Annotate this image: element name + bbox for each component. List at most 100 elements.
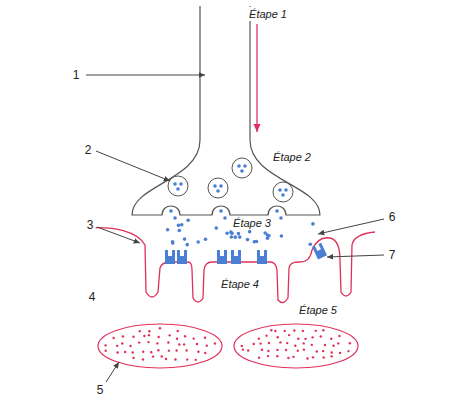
callout-number: 4: [87, 290, 98, 304]
ellipse-dot: [267, 355, 269, 357]
ellipse-dot: [277, 336, 279, 338]
neurotransmitter: [223, 216, 227, 220]
ellipse-dot: [267, 350, 269, 352]
neurotransmitter: [230, 235, 234, 239]
neurotransmitter: [179, 182, 183, 186]
ellipse-dot: [204, 337, 206, 339]
receptor: [231, 250, 241, 264]
ellipse-dot: [177, 330, 179, 332]
ellipse-dot: [258, 337, 260, 339]
ellipse-dot: [242, 348, 244, 350]
ellipse-dot: [316, 350, 318, 352]
ellipse-dot: [306, 357, 308, 359]
leader-line: [318, 219, 384, 234]
ellipse-dot: [161, 355, 163, 357]
vesicle: [208, 178, 228, 198]
ellipse-dot: [152, 355, 154, 357]
step-label: Étape 3: [231, 216, 273, 230]
ellipse-dot: [206, 344, 208, 346]
ellipse-dot: [284, 330, 286, 332]
leader-line: [96, 151, 170, 181]
ellipse-dot: [129, 345, 131, 347]
ellipse-dot: [322, 350, 324, 352]
ellipse-dot: [185, 349, 187, 351]
callout-number: 7: [387, 248, 398, 262]
neurotransmitter: [275, 209, 279, 213]
ellipse-dot: [261, 349, 263, 351]
ellipse-dot: [122, 335, 124, 337]
ellipse-dot: [204, 352, 206, 354]
mitochondrion: [98, 324, 222, 368]
synaptic-vesicles: [168, 158, 293, 202]
neurotransmitter: [243, 164, 247, 168]
neurotransmitter: [311, 222, 315, 226]
ellipse-dot: [196, 343, 198, 345]
ellipse-dot: [330, 355, 332, 357]
ellipse-dot: [156, 342, 158, 344]
ellipse-dot: [259, 342, 261, 344]
ellipse-dot: [195, 359, 197, 361]
ellipse-dot: [167, 341, 169, 343]
ellipse-dot: [143, 335, 145, 337]
neurotransmitter: [185, 243, 189, 247]
ellipse-dot: [186, 358, 188, 360]
ellipse-dot: [147, 341, 149, 343]
neurotransmitter: [278, 188, 282, 192]
neurotransmitter: [180, 223, 184, 227]
neurotransmitter: [219, 209, 223, 213]
leader-line: [106, 362, 119, 382]
neurotransmitter: [279, 216, 283, 220]
ellipse-dot: [268, 342, 270, 344]
ellipse-dot: [330, 337, 332, 339]
ellipse-dot: [285, 349, 287, 351]
neurotransmitter: [238, 235, 242, 239]
neurotransmitter: [216, 189, 220, 193]
ellipse-dot: [330, 351, 332, 353]
ellipse-dot: [176, 338, 178, 340]
ellipse-dot: [169, 334, 171, 336]
neurotransmitter: [230, 232, 234, 236]
presynaptic-terminal: [132, 6, 320, 215]
ellipse-dot: [214, 342, 216, 344]
step-label: Étape 1: [247, 7, 289, 21]
neurotransmitter: [169, 209, 173, 213]
callout-number: 3: [85, 218, 96, 232]
ellipse-dot: [294, 345, 296, 347]
neurotransmitter: [237, 164, 241, 168]
ellipse-dot: [292, 356, 294, 358]
ellipse-dot: [320, 335, 322, 337]
ellipse-dot: [168, 349, 170, 351]
ellipse-dot: [304, 338, 306, 340]
neurotransmitter: [173, 182, 177, 186]
ellipse-dot: [139, 330, 141, 332]
callout-number: 6: [387, 210, 398, 224]
ellipse-dot: [337, 342, 339, 344]
mitochondrion: [234, 324, 358, 368]
ellipse-dot: [276, 349, 278, 351]
ellipse-dot: [253, 343, 255, 345]
vesicle: [273, 182, 293, 202]
ellipse-dot: [124, 351, 126, 353]
ellipse-dots: [104, 327, 351, 361]
leader-lines: [86, 75, 384, 382]
ellipse-dot: [279, 341, 281, 343]
leader-line: [97, 227, 140, 243]
step-label: Étape 2: [271, 150, 313, 164]
neurotransmitter: [234, 235, 238, 239]
step-label: Étape 5: [297, 303, 339, 317]
neurotransmitter: [246, 238, 250, 242]
ellipse-dot: [297, 349, 299, 351]
neurotransmitter: [281, 193, 285, 197]
ellipse-dot: [116, 351, 118, 353]
neurotransmitter: [166, 228, 170, 232]
neurotransmitter: [267, 234, 271, 238]
ellipse-dot: [302, 342, 304, 344]
ellipse-dot: [197, 351, 199, 353]
ellipse-dot: [116, 345, 118, 347]
ellipse-dot: [132, 336, 134, 338]
ellipse-dot: [322, 329, 324, 331]
ellipse-dot: [276, 355, 278, 357]
postsynaptic-membrane: [88, 228, 375, 303]
nerve-impulse-arrow: [256, 24, 257, 132]
ellipse-dot: [338, 335, 340, 337]
